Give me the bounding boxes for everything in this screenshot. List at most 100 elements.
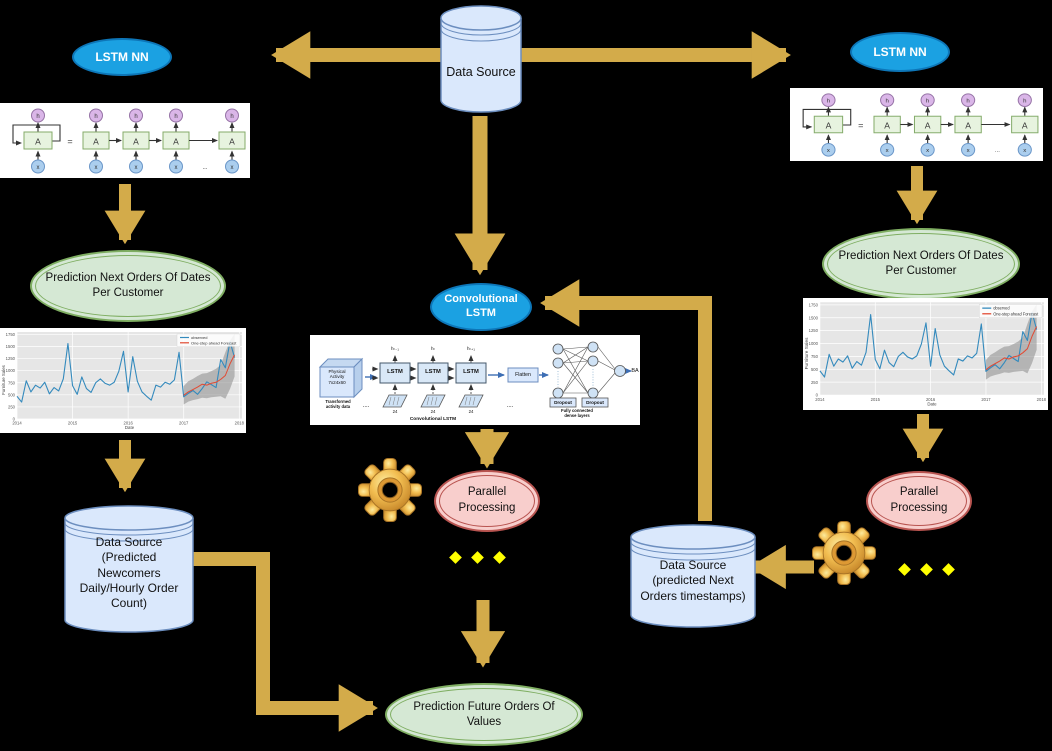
a-cell — [813, 115, 844, 134]
svg-text:2018: 2018 — [1037, 397, 1047, 402]
newcomers-db-label: Data Source (Predicted Newcomers Daily/H… — [79, 535, 179, 611]
svg-text:x: x — [827, 148, 830, 154]
prediction-future-node: Prediction Future Orders Of Values — [385, 683, 583, 746]
svg-text:observed: observed — [191, 335, 207, 340]
gear-icon — [358, 458, 422, 522]
svg-text:A: A — [133, 137, 139, 147]
prediction-dates-node-left: Prediction Next Orders Of Dates Per Cust… — [30, 250, 226, 322]
conv-dots-left: .... — [362, 403, 370, 409]
svg-text:2015: 2015 — [871, 397, 881, 402]
svg-text:h: h — [94, 114, 97, 120]
svg-text:A: A — [229, 137, 235, 147]
h-node — [31, 108, 45, 123]
conv-lstm-node: Convolutional LSTM — [430, 283, 532, 331]
h-node — [821, 93, 836, 107]
parallel-processing-node-right: Parallel Processing — [866, 471, 972, 531]
conv-dots-right: .... — [506, 403, 514, 409]
unrolled-cells: h A x h A x h A x h A x — [82, 108, 246, 174]
rnn-unrolled-diagram: h A x = h A x h A x h — [802, 93, 1039, 157]
svg-text:0: 0 — [816, 393, 819, 398]
svg-text:A: A — [173, 137, 179, 147]
svg-text:1500: 1500 — [809, 315, 819, 320]
conv-lstm-cell-label-2: LSTM — [425, 368, 441, 375]
svg-text:h: h — [827, 98, 830, 104]
svg-text:h: h — [885, 98, 888, 104]
svg-text:x: x — [135, 165, 138, 171]
svg-text:x: x — [967, 148, 970, 154]
svg-text:=: = — [858, 121, 863, 131]
svg-text:x: x — [231, 165, 234, 171]
svg-text:x: x — [1023, 148, 1026, 154]
svg-text:h: h — [1023, 98, 1026, 104]
svg-text:x: x — [175, 165, 178, 171]
svg-text:A: A — [925, 121, 931, 131]
svg-text:One-step ahead Forecast: One-step ahead Forecast — [191, 340, 237, 345]
svg-text:Date: Date — [927, 402, 937, 407]
lstm-nn-node-right: LSTM NN — [850, 32, 950, 72]
svg-text:500: 500 — [8, 392, 16, 397]
dropout-label-1: Dropout — [554, 399, 572, 405]
newcomers-db: Data Source (Predicted Newcomers Daily/H… — [64, 505, 194, 633]
svg-text:...: ... — [202, 165, 207, 171]
svg-text:1000: 1000 — [6, 368, 16, 373]
svg-text:h: h — [174, 114, 177, 120]
svg-text:1250: 1250 — [6, 356, 16, 361]
svg-text:x: x — [926, 148, 929, 154]
svg-text:h: h — [36, 114, 39, 120]
svg-text:2015: 2015 — [68, 421, 78, 426]
prediction-dates-node-right: Prediction Next Orders Of Dates Per Cust… — [822, 228, 1020, 300]
dense-layers-caption: Fully connected dense layers — [561, 408, 593, 418]
conv-24-label-1: 24 — [392, 409, 398, 414]
svg-text:Furniture Sales: Furniture Sales — [1, 364, 6, 395]
lstm-nn-node-left: LSTM NN — [72, 38, 172, 76]
svg-text:250: 250 — [8, 404, 16, 409]
timestamps-db: Data Source (predicted Next Orders times… — [630, 524, 756, 628]
svg-text:A: A — [884, 121, 890, 131]
svg-text:A: A — [826, 121, 832, 131]
svg-text:2017: 2017 — [981, 397, 991, 402]
svg-text:=: = — [67, 137, 72, 147]
svg-text:2016: 2016 — [926, 397, 936, 402]
conv-lstm-architecture-image: Physical Activity 7x24x60 Transformed ac… — [310, 335, 640, 425]
unrolled-cells: h A x h A x h A x h A x — [873, 93, 1039, 157]
conv-24-label-3: 24 — [468, 409, 474, 414]
svg-text:A: A — [965, 121, 971, 131]
svg-text:250: 250 — [811, 380, 819, 385]
svg-text:x: x — [95, 165, 98, 171]
gear-icon — [812, 521, 876, 585]
svg-text:x: x — [886, 148, 889, 154]
rnn-image-left: h A x = h A x h A x h — [0, 103, 250, 178]
svg-text:x: x — [37, 165, 40, 171]
x-node — [821, 142, 836, 157]
conv-24-label-2: 24 — [430, 409, 436, 414]
gear-center — [358, 458, 422, 522]
svg-text:A: A — [93, 137, 99, 147]
conv-h-next-label: hₜ₊₁ — [467, 346, 475, 351]
flatten-label: Flatten — [515, 371, 531, 378]
svg-text:1500: 1500 — [6, 344, 16, 349]
gear-right — [812, 521, 876, 585]
conv-h-prev-label: hₜ₋₁ — [391, 346, 399, 351]
svg-text:1000: 1000 — [809, 341, 819, 346]
arrow-timestamps-db-to-convlstm — [540, 279, 712, 521]
svg-text:...: ... — [995, 148, 1000, 154]
svg-text:1250: 1250 — [809, 328, 819, 333]
svg-text:Date: Date — [125, 425, 135, 430]
svg-text:2016: 2016 — [123, 421, 133, 426]
svg-text:500: 500 — [811, 367, 819, 372]
conv-input-label: Physical Activity 7x24x60 — [328, 369, 346, 385]
x-node — [31, 159, 45, 174]
arrow-newcomers-db-to-future-prediction — [193, 552, 378, 732]
conv-diagram-caption: Convolutional LSTM — [409, 417, 457, 422]
svg-text:One-step ahead Forecast: One-step ahead Forecast — [993, 311, 1039, 316]
data-source-db: Data Source — [440, 5, 522, 113]
svg-text:1750: 1750 — [6, 332, 16, 337]
conv-input-caption: Transformed activity data — [325, 399, 351, 409]
svg-text:0: 0 — [13, 417, 16, 422]
rnn-unrolled-diagram: h A x = h A x h A x h — [12, 108, 246, 174]
svg-text:A: A — [1022, 121, 1028, 131]
conv-h-label: hₜ — [431, 346, 435, 351]
